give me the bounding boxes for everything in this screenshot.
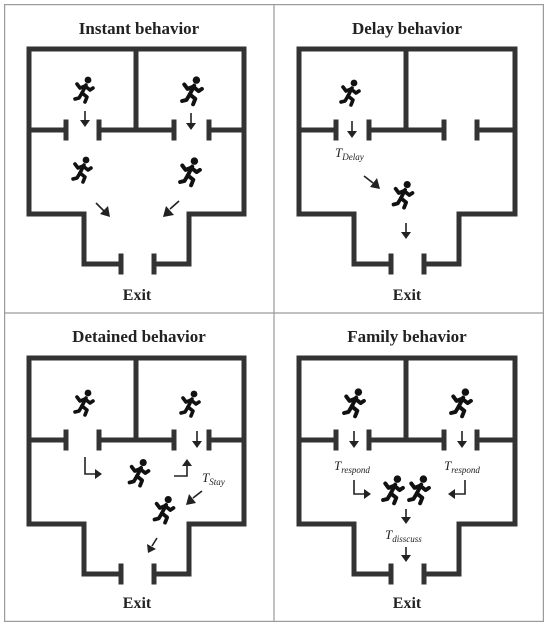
running-person-icon — [179, 388, 201, 418]
running-person-icon — [73, 387, 95, 417]
floor-plan — [26, 46, 247, 275]
t-delay-label: TDelay — [335, 145, 364, 162]
running-person-icon — [73, 74, 95, 104]
panel-title: Instant behavior — [79, 19, 200, 38]
exit-label: Exit — [393, 287, 422, 304]
arrow-icon — [174, 459, 192, 477]
exit-label: Exit — [123, 287, 152, 304]
running-person-icon — [339, 77, 361, 107]
floor-plan — [296, 46, 518, 275]
arrow-icon — [401, 547, 411, 562]
arrow-icon — [347, 121, 357, 138]
running-person-icon — [391, 179, 415, 210]
running-person-icon — [178, 155, 202, 188]
floor-plan — [26, 355, 247, 585]
running-person-icon — [127, 457, 151, 488]
panel-family: Family behavior Trespond Trespond Tdi — [296, 327, 518, 612]
running-person-icon — [381, 473, 405, 506]
exit-label: Exit — [393, 595, 422, 612]
arrow-icon — [186, 490, 203, 505]
arrow-icon — [401, 509, 411, 524]
arrow-icon — [163, 200, 180, 217]
t-disscuss-label: Tdisscuss — [385, 527, 422, 544]
panel-instant: Instant behavior Exit — [26, 19, 247, 304]
panel-delay: Delay behavior TDelay Exit — [296, 19, 518, 304]
arrow-icon — [457, 431, 467, 448]
running-person-icon — [449, 386, 473, 419]
arrow-icon — [349, 431, 359, 448]
arrow-icon — [401, 223, 411, 239]
panel-title: Detained behavior — [72, 327, 206, 346]
exit-label: Exit — [123, 595, 152, 612]
t-stay-label: TStay — [202, 470, 225, 487]
arrow-icon — [186, 113, 196, 130]
arrow-icon — [80, 111, 90, 127]
arrow-icon — [147, 537, 158, 553]
running-person-icon — [342, 386, 366, 419]
running-person-icon — [71, 154, 93, 184]
panel-detained: Detained behavior TStay Exit — [26, 327, 247, 612]
evacuation-behavior-figure: Instant behavior Exit Delay behavior — [4, 4, 544, 622]
running-person-icon — [180, 74, 204, 107]
t-respond-left-label: Trespond — [334, 458, 370, 475]
arrow-icon — [95, 202, 110, 217]
panel-title: Family behavior — [347, 327, 467, 346]
floor-plan — [296, 355, 518, 585]
arrow-icon — [192, 431, 202, 448]
t-respond-right-label: Trespond — [444, 458, 480, 475]
arrow-icon — [363, 175, 380, 189]
arrow-icon — [353, 480, 371, 499]
running-person-icon — [407, 473, 431, 506]
arrow-icon — [448, 480, 466, 499]
running-person-icon — [152, 494, 176, 525]
panel-title: Delay behavior — [352, 19, 462, 38]
figure-frame — [4, 4, 544, 622]
arrow-icon — [84, 457, 102, 479]
